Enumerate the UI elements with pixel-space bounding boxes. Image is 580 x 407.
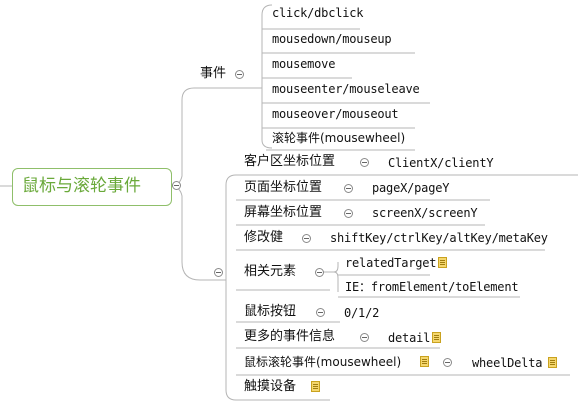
prop-collapse-icon[interactable]	[344, 184, 353, 193]
root-node-box[interactable]	[12, 168, 172, 206]
prop-collapse-icon[interactable]	[344, 209, 353, 218]
note-icon[interactable]	[432, 332, 441, 343]
prop-label: 更多的事件信息	[244, 329, 336, 344]
event-item: mouseover/mouseout	[272, 107, 399, 121]
prop-value: relatedTarget	[345, 256, 437, 270]
prop-value: ClientX/clientY	[388, 156, 494, 170]
prop-value: screenX/screenY	[372, 206, 478, 220]
note-icon[interactable]	[311, 381, 320, 392]
prop-label: 相关元素	[244, 264, 297, 279]
prop-label: 屏幕坐标位置	[244, 205, 323, 220]
prop-value: shiftKey/ctrlKey/altKey/metaKey	[330, 231, 548, 245]
prop-label: 修改健	[244, 230, 284, 245]
event-item: click/dbclick	[272, 6, 364, 20]
prop-collapse-icon[interactable]	[316, 308, 325, 317]
event-item: 滚轮事件(mousewheel)	[272, 131, 406, 145]
prop-value: IE：fromElement/toElement	[345, 280, 519, 294]
prop-collapse-icon[interactable]	[360, 333, 369, 342]
prop-label: 客户区坐标位置	[244, 154, 336, 169]
event-item: mousedown/mouseup	[272, 32, 392, 46]
prop-value: 0/1/2	[344, 306, 380, 320]
prop-collapse-icon[interactable]	[302, 234, 311, 243]
prop-label: 鼠标按钮	[244, 304, 297, 319]
root-collapse-icon[interactable]	[172, 181, 181, 190]
prop-value: detail	[388, 331, 431, 345]
prop-collapse-icon[interactable]	[443, 358, 452, 367]
branch-events-label: 事件	[200, 66, 227, 81]
prop-label: 鼠标滚轮事件(mousewheel)	[244, 355, 402, 369]
prop-collapse-icon[interactable]	[360, 158, 369, 167]
note-icon[interactable]	[420, 356, 429, 367]
event-item: mouseenter/mouseleave	[272, 82, 420, 96]
prop-value: pageX/pageY	[372, 181, 450, 195]
note-icon[interactable]	[438, 257, 447, 268]
event-item: mousemove	[272, 57, 336, 71]
prop-collapse-icon[interactable]	[315, 268, 324, 277]
root-node-label: 鼠标与滚轮事件	[22, 176, 141, 196]
prop-value: wheelDelta	[472, 356, 543, 370]
prop-label: 页面坐标位置	[244, 180, 323, 195]
prop-label: 触摸设备	[244, 379, 297, 394]
props-collapse-icon[interactable]	[214, 268, 223, 277]
events-collapse-icon[interactable]	[235, 70, 244, 79]
note-icon[interactable]	[548, 357, 557, 368]
